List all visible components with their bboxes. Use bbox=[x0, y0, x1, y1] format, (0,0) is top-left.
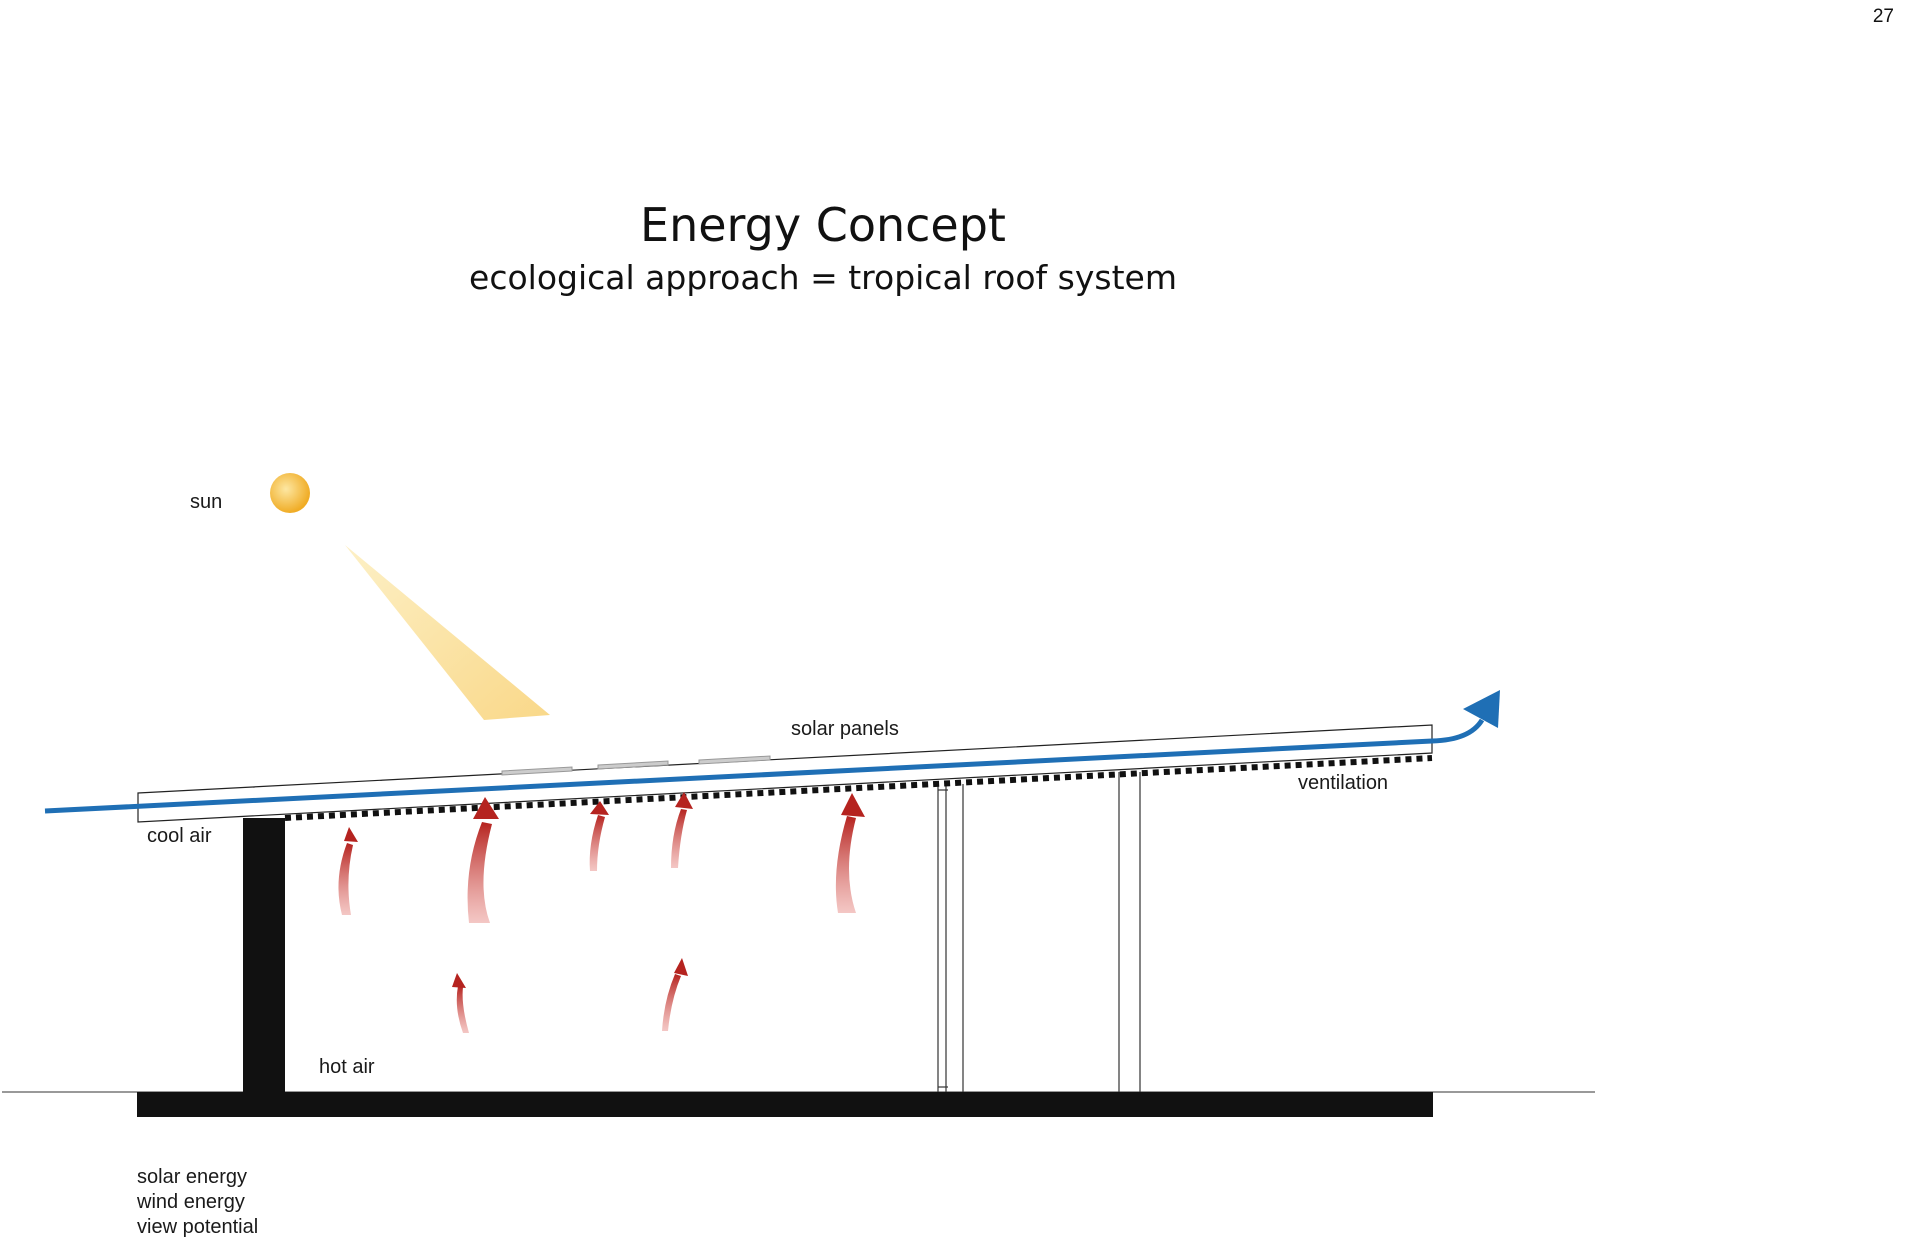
hot-air-arrow bbox=[671, 809, 687, 868]
solar-panel bbox=[501, 766, 573, 776]
hot-air-arrow-head bbox=[590, 801, 609, 815]
sun-icon bbox=[270, 473, 310, 513]
airflow-arrow-head bbox=[1463, 690, 1500, 728]
structural-wall bbox=[243, 818, 285, 1094]
cool-air-label: cool air bbox=[147, 825, 212, 847]
page-number: 27 bbox=[1872, 6, 1894, 27]
energy-list: solar energy wind energy view potential bbox=[137, 1165, 258, 1240]
list-item: view potential bbox=[137, 1216, 259, 1238]
ventilation-label: ventilation bbox=[1298, 772, 1389, 794]
hot-air-arrows bbox=[338, 792, 865, 1033]
solar-panel bbox=[698, 755, 771, 765]
sun-label: sun bbox=[190, 491, 223, 513]
hot-air-label: hot air bbox=[319, 1056, 375, 1078]
page-title: Energy Concept bbox=[640, 198, 1006, 252]
column bbox=[1118, 772, 1141, 1092]
hot-air-arrow bbox=[338, 843, 353, 915]
hot-air-arrow bbox=[662, 974, 681, 1031]
window-frame bbox=[937, 784, 964, 1092]
solar-panel bbox=[597, 760, 669, 770]
hot-air-arrow bbox=[456, 986, 469, 1033]
solar-panels-label: solar panels bbox=[791, 718, 899, 740]
page-subtitle: ecological approach = tropical roof syst… bbox=[469, 258, 1177, 297]
hot-air-arrow bbox=[835, 816, 856, 913]
hot-air-arrow-head bbox=[675, 792, 693, 809]
hot-air-arrow bbox=[467, 822, 492, 923]
airflow-arrow bbox=[44, 718, 1485, 814]
hot-air-arrow-head bbox=[452, 973, 466, 988]
ventilation-line bbox=[284, 755, 1433, 821]
hot-air-arrow-head bbox=[344, 827, 358, 842]
solar-panel-group bbox=[501, 755, 771, 776]
hot-air-arrow-head bbox=[473, 797, 499, 819]
list-item: wind energy bbox=[137, 1191, 245, 1213]
hot-air-arrow-head bbox=[674, 958, 688, 976]
list-item: solar energy bbox=[137, 1166, 248, 1188]
hot-air-arrow-head bbox=[841, 793, 865, 817]
sun-ray bbox=[345, 545, 550, 720]
hot-air-arrow bbox=[589, 815, 605, 871]
floor-slab bbox=[137, 1092, 1433, 1117]
